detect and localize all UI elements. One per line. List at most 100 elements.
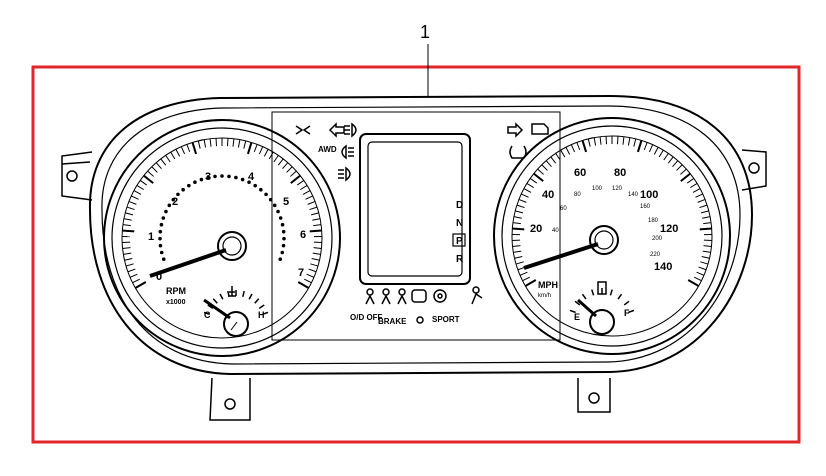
scale-tick (516, 204, 525, 209)
tach-tick-7: 7 (298, 267, 304, 279)
scale-dot (280, 222, 285, 227)
speedo-minor-140: 140 (628, 192, 639, 198)
speedo-sublabel: km/h (538, 293, 551, 299)
scale-tick (310, 263, 319, 267)
scale-dot (167, 203, 172, 208)
scale-tick (258, 304, 265, 309)
scale-tick (537, 168, 544, 175)
scale-tick (143, 174, 154, 184)
scale-tick (643, 142, 648, 151)
scale-tick (658, 149, 664, 158)
brake-warning-icon (433, 289, 447, 303)
scale-tick (297, 281, 310, 289)
scale-tick (203, 311, 210, 316)
scale-dot (276, 209, 280, 214)
scale-dot (159, 222, 164, 227)
scale-tick (692, 188, 701, 193)
tach-tick-3: 3 (205, 171, 211, 183)
scale-tick (129, 273, 138, 278)
scale-dot (264, 192, 268, 197)
temperature-needle (203, 298, 231, 320)
scale-tick (700, 210, 709, 214)
scale-dot (193, 180, 197, 185)
scale-tick (125, 263, 134, 267)
scale-tick (132, 278, 140, 284)
fuel-gauge-ticks (569, 288, 635, 314)
scale-dot (220, 174, 224, 178)
scale-dot (158, 229, 163, 234)
scale-tick (699, 227, 712, 231)
scale-tick (134, 281, 147, 289)
scale-tick (512, 245, 521, 247)
scale-tick (702, 250, 711, 253)
scale-tick (127, 268, 136, 273)
scale-tick (515, 261, 524, 265)
scale-tick (622, 136, 625, 145)
scale-tick (698, 266, 707, 271)
tach-label: RPM (166, 286, 186, 296)
gear-indicator: D N P R (452, 200, 466, 265)
scale-tick (307, 201, 316, 205)
scale-tick (242, 290, 245, 298)
speedometer-needle (523, 242, 599, 270)
scale-tick (513, 250, 522, 253)
scale-tick (248, 293, 253, 300)
scale-dot (278, 257, 283, 262)
parking-lights-icon (295, 125, 311, 135)
scale-tick (122, 224, 131, 227)
scale-tick (126, 206, 135, 211)
scale-tick (569, 309, 576, 314)
scale-tick (191, 142, 198, 155)
scale-tick (680, 172, 691, 182)
scale-dot (227, 174, 231, 179)
scale-tick (550, 156, 557, 164)
scale-tick (560, 149, 566, 158)
tach-tick-0: 0 (156, 271, 162, 283)
scale-tick (581, 140, 588, 153)
mounting-tab-bottom-right (577, 378, 611, 413)
scale-tick (628, 309, 635, 314)
scale-tick (636, 140, 643, 153)
speedo-major-100: 100 (640, 189, 658, 201)
speedometer (493, 117, 731, 355)
scale-dot (171, 197, 176, 202)
scale-tick (512, 222, 521, 225)
scale-dot (187, 183, 191, 188)
scale-tick (599, 136, 602, 145)
scale-dot (247, 180, 251, 185)
scale-tick (570, 144, 576, 153)
scale-tick (672, 160, 679, 168)
scale-tick (302, 190, 311, 195)
tach-tick-1: 1 (148, 231, 154, 243)
scale-dot (164, 209, 168, 214)
scale-tick (518, 199, 527, 203)
scale-tick (609, 289, 613, 296)
scale-tick (523, 188, 532, 193)
fuel-pump-icon (597, 281, 607, 295)
fuel-low-label: E (574, 312, 580, 322)
tachometer-labels: 0 1 2 3 4 5 6 7 RPM x1000 C H (148, 171, 306, 320)
speedo-major-20: 20 (530, 223, 542, 235)
scale-tick (680, 168, 687, 175)
tach-tick-4: 4 (248, 171, 255, 183)
scale-tick (587, 138, 591, 147)
tire-pressure-icon (509, 145, 527, 159)
temp-low-label: C (204, 310, 211, 320)
scale-tick (136, 185, 145, 191)
scale-tick (305, 195, 313, 200)
scale-tick (689, 183, 698, 189)
scale-tick (131, 195, 139, 200)
scale-tick (593, 137, 597, 146)
scale-tick (310, 212, 319, 216)
scale-tick (513, 216, 522, 219)
temperature-gauge (203, 286, 269, 337)
tachometer-scale-ticks (122, 138, 322, 289)
scale-tick (663, 153, 669, 161)
scale-dot (268, 197, 273, 202)
coolant-temp-icon (228, 286, 236, 297)
scale-tick (653, 147, 659, 155)
scale-tick (617, 293, 623, 300)
scale-tick (258, 146, 264, 155)
scale-tick (203, 139, 207, 148)
scale-tick (514, 255, 523, 259)
